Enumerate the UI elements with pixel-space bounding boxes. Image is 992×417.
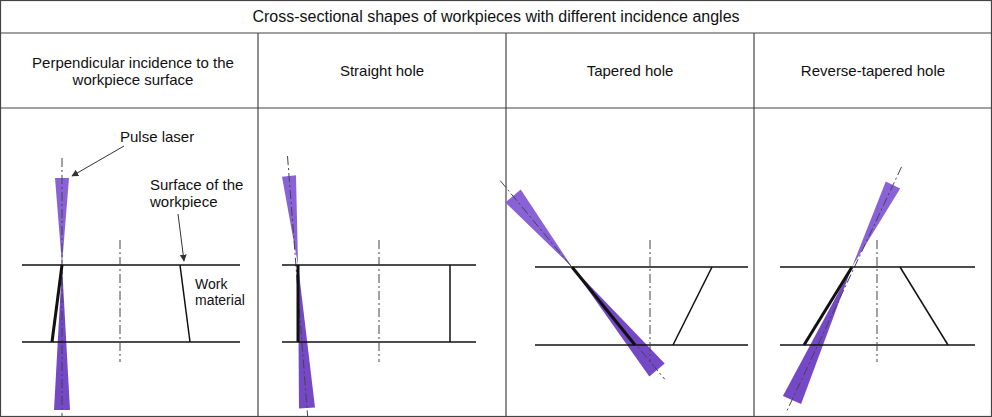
laser-cone [54,265,70,410]
column-header: Perpendicular incidence to the workpiece… [12,54,248,88]
callout-label: Pulse laser [120,128,220,145]
laser-cone [572,267,665,376]
column-header: Straight hole [258,62,506,79]
cut-edges [52,265,852,345]
callout-label: Work material [195,276,255,308]
laser-cone [282,175,298,265]
laser-beams [54,156,902,417]
beam-axis [288,156,308,417]
table-title: Cross-sectional shapes of workpieces wit… [0,8,992,25]
beam-axis [500,181,665,380]
callout-label: Surface of the workpiece [150,176,250,210]
center-lines [120,240,877,362]
beam-axis [62,158,63,417]
workpieces [22,265,975,345]
laser-cone [852,181,900,267]
column-header: Tapered hole [506,62,754,79]
beam-axis [787,167,902,411]
laser-cone [298,265,315,409]
laser-cone [783,267,852,404]
column-header: Reverse-tapered hole [754,62,992,79]
